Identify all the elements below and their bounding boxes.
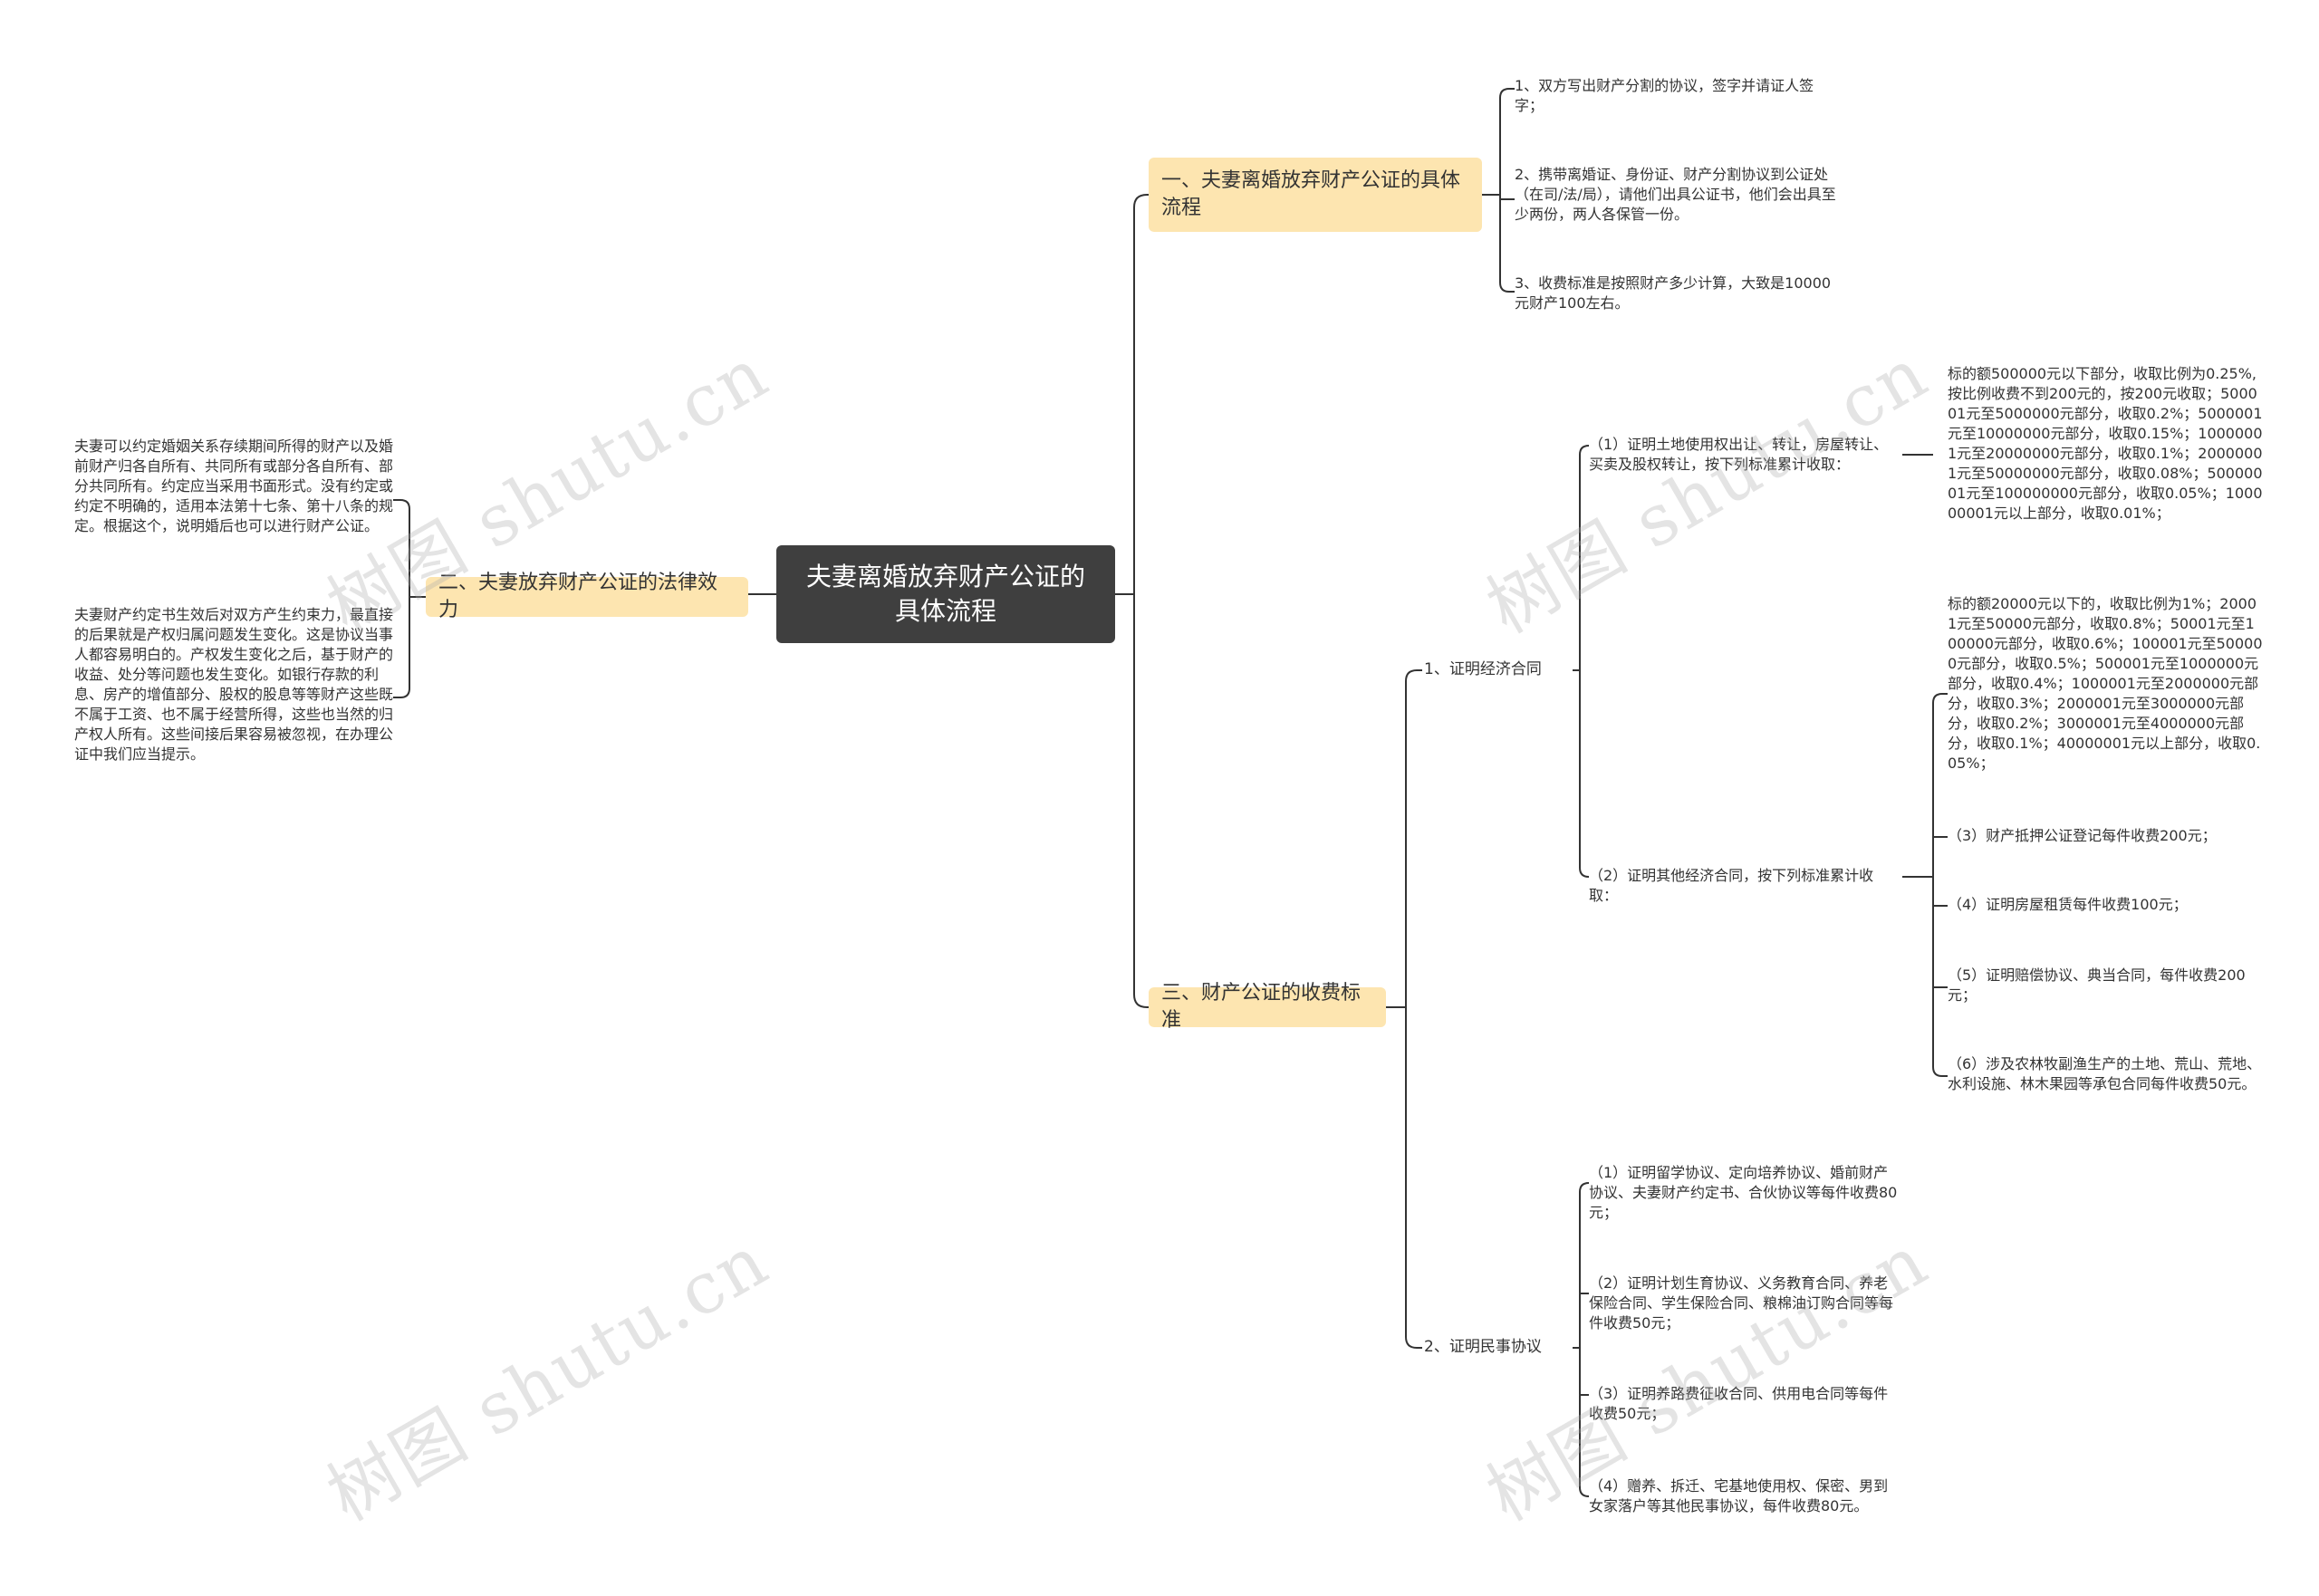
branch-fee-standard[interactable]: 三、财产公证的收费标准 [1149, 982, 1386, 1032]
mortgage-fee: （3）财产抵押公证登记每件收费200元； [1948, 827, 2217, 844]
other-contract-label: （2）证明其他经济合同，按下列标准累计收取： [1589, 867, 1874, 904]
branch-process[interactable]: 一、夫妻离婚放弃财产公证的具体流程 [1149, 158, 1482, 232]
civil-item-4: （4）赠养、拆迁、宅基地使用权、保密、男到女家落户等其他民事协议，每件收费80元… [1589, 1477, 1889, 1514]
b1-link-2 [1499, 195, 1515, 293]
other-contract-rates: 标的额20000元以下的，收取比例为1%；20001元至50000元部分，收取0… [1948, 595, 2263, 772]
other-link-0 [1932, 693, 1948, 877]
legal-effect-text-2: 夫妻财产约定书生效后对双方产生约束力，最直接的后果就是产权归属问题发生变化。这是… [74, 606, 394, 763]
economic-contract-label[interactable]: 1、证明经济合同 [1422, 659, 1544, 679]
agriculture-contract-fee: （6）涉及农林牧副渔生产的土地、荒山、荒地、水利设施、林木果园等承包合同每件收费… [1948, 1055, 2262, 1092]
legal-effect-text-1: 夫妻可以约定婚姻关系存续期间所得的财产以及婚前财产归各自所有、共同所有或部分各自… [74, 437, 394, 534]
b3-link-1 [1405, 1007, 1422, 1349]
civil-link-3 [1579, 1348, 1590, 1497]
civil-item-2: （2）证明计划生育协议、义务教育合同、养老保险合同、学生保险合同、粮棉油订购合同… [1589, 1274, 1894, 1332]
civil-item-3: （3）证明养路费征收合同、供用电合同等每件收费50元； [1589, 1385, 1889, 1422]
other-link-4 [1932, 877, 1948, 1077]
b2-link-0 [393, 499, 410, 597]
land-transfer-label: （1）证明土地使用权出让、转让，房屋转让、买卖及股权转让，按下列标准累计收取： [1589, 436, 1889, 473]
civil-item-1: （1）证明留学协议、定向培养协议、婚前财产协议、夫妻财产约定书、合伙协议等每件收… [1589, 1164, 1898, 1221]
rental-fee: （4）证明房屋租赁每件收费100元； [1948, 896, 2188, 913]
b3-link-0 [1405, 669, 1422, 1007]
econ-link-1 [1579, 670, 1590, 878]
econ-link-0 [1579, 445, 1590, 670]
root-right-link-0 [1133, 194, 1149, 594]
root-topic[interactable]: 夫妻离婚放弃财产公证的具体流程 [776, 545, 1115, 643]
b2-link-1 [393, 597, 410, 698]
process-step-2: 2、携带离婚证、身份证、财产分割协议到公证处（在司/法/局），请他们出具公证书，… [1515, 166, 1836, 223]
process-step-3: 3、收费标准是按照财产多少计算，大致是10000元财产100左右。 [1515, 274, 1832, 312]
b1-link-0 [1499, 88, 1515, 195]
process-step-1: 1、双方写出财产分割的协议，签字并请证人签字； [1515, 77, 1814, 114]
civil-link-0 [1579, 1182, 1590, 1348]
root-right-link-1 [1133, 594, 1149, 1008]
civil-agreement-label[interactable]: 2、证明民事协议 [1422, 1337, 1544, 1357]
branch-legal-effect[interactable]: 二、夫妻放弃财产公证的法律效力 [426, 572, 748, 621]
land-transfer-rates: 标的额500000元以下部分，收取比例为0.25%,按比例收费不到200元的，按… [1948, 365, 2263, 522]
compensation-fee: （5）证明赔偿协议、典当合同，每件收费200元； [1948, 966, 2246, 1004]
